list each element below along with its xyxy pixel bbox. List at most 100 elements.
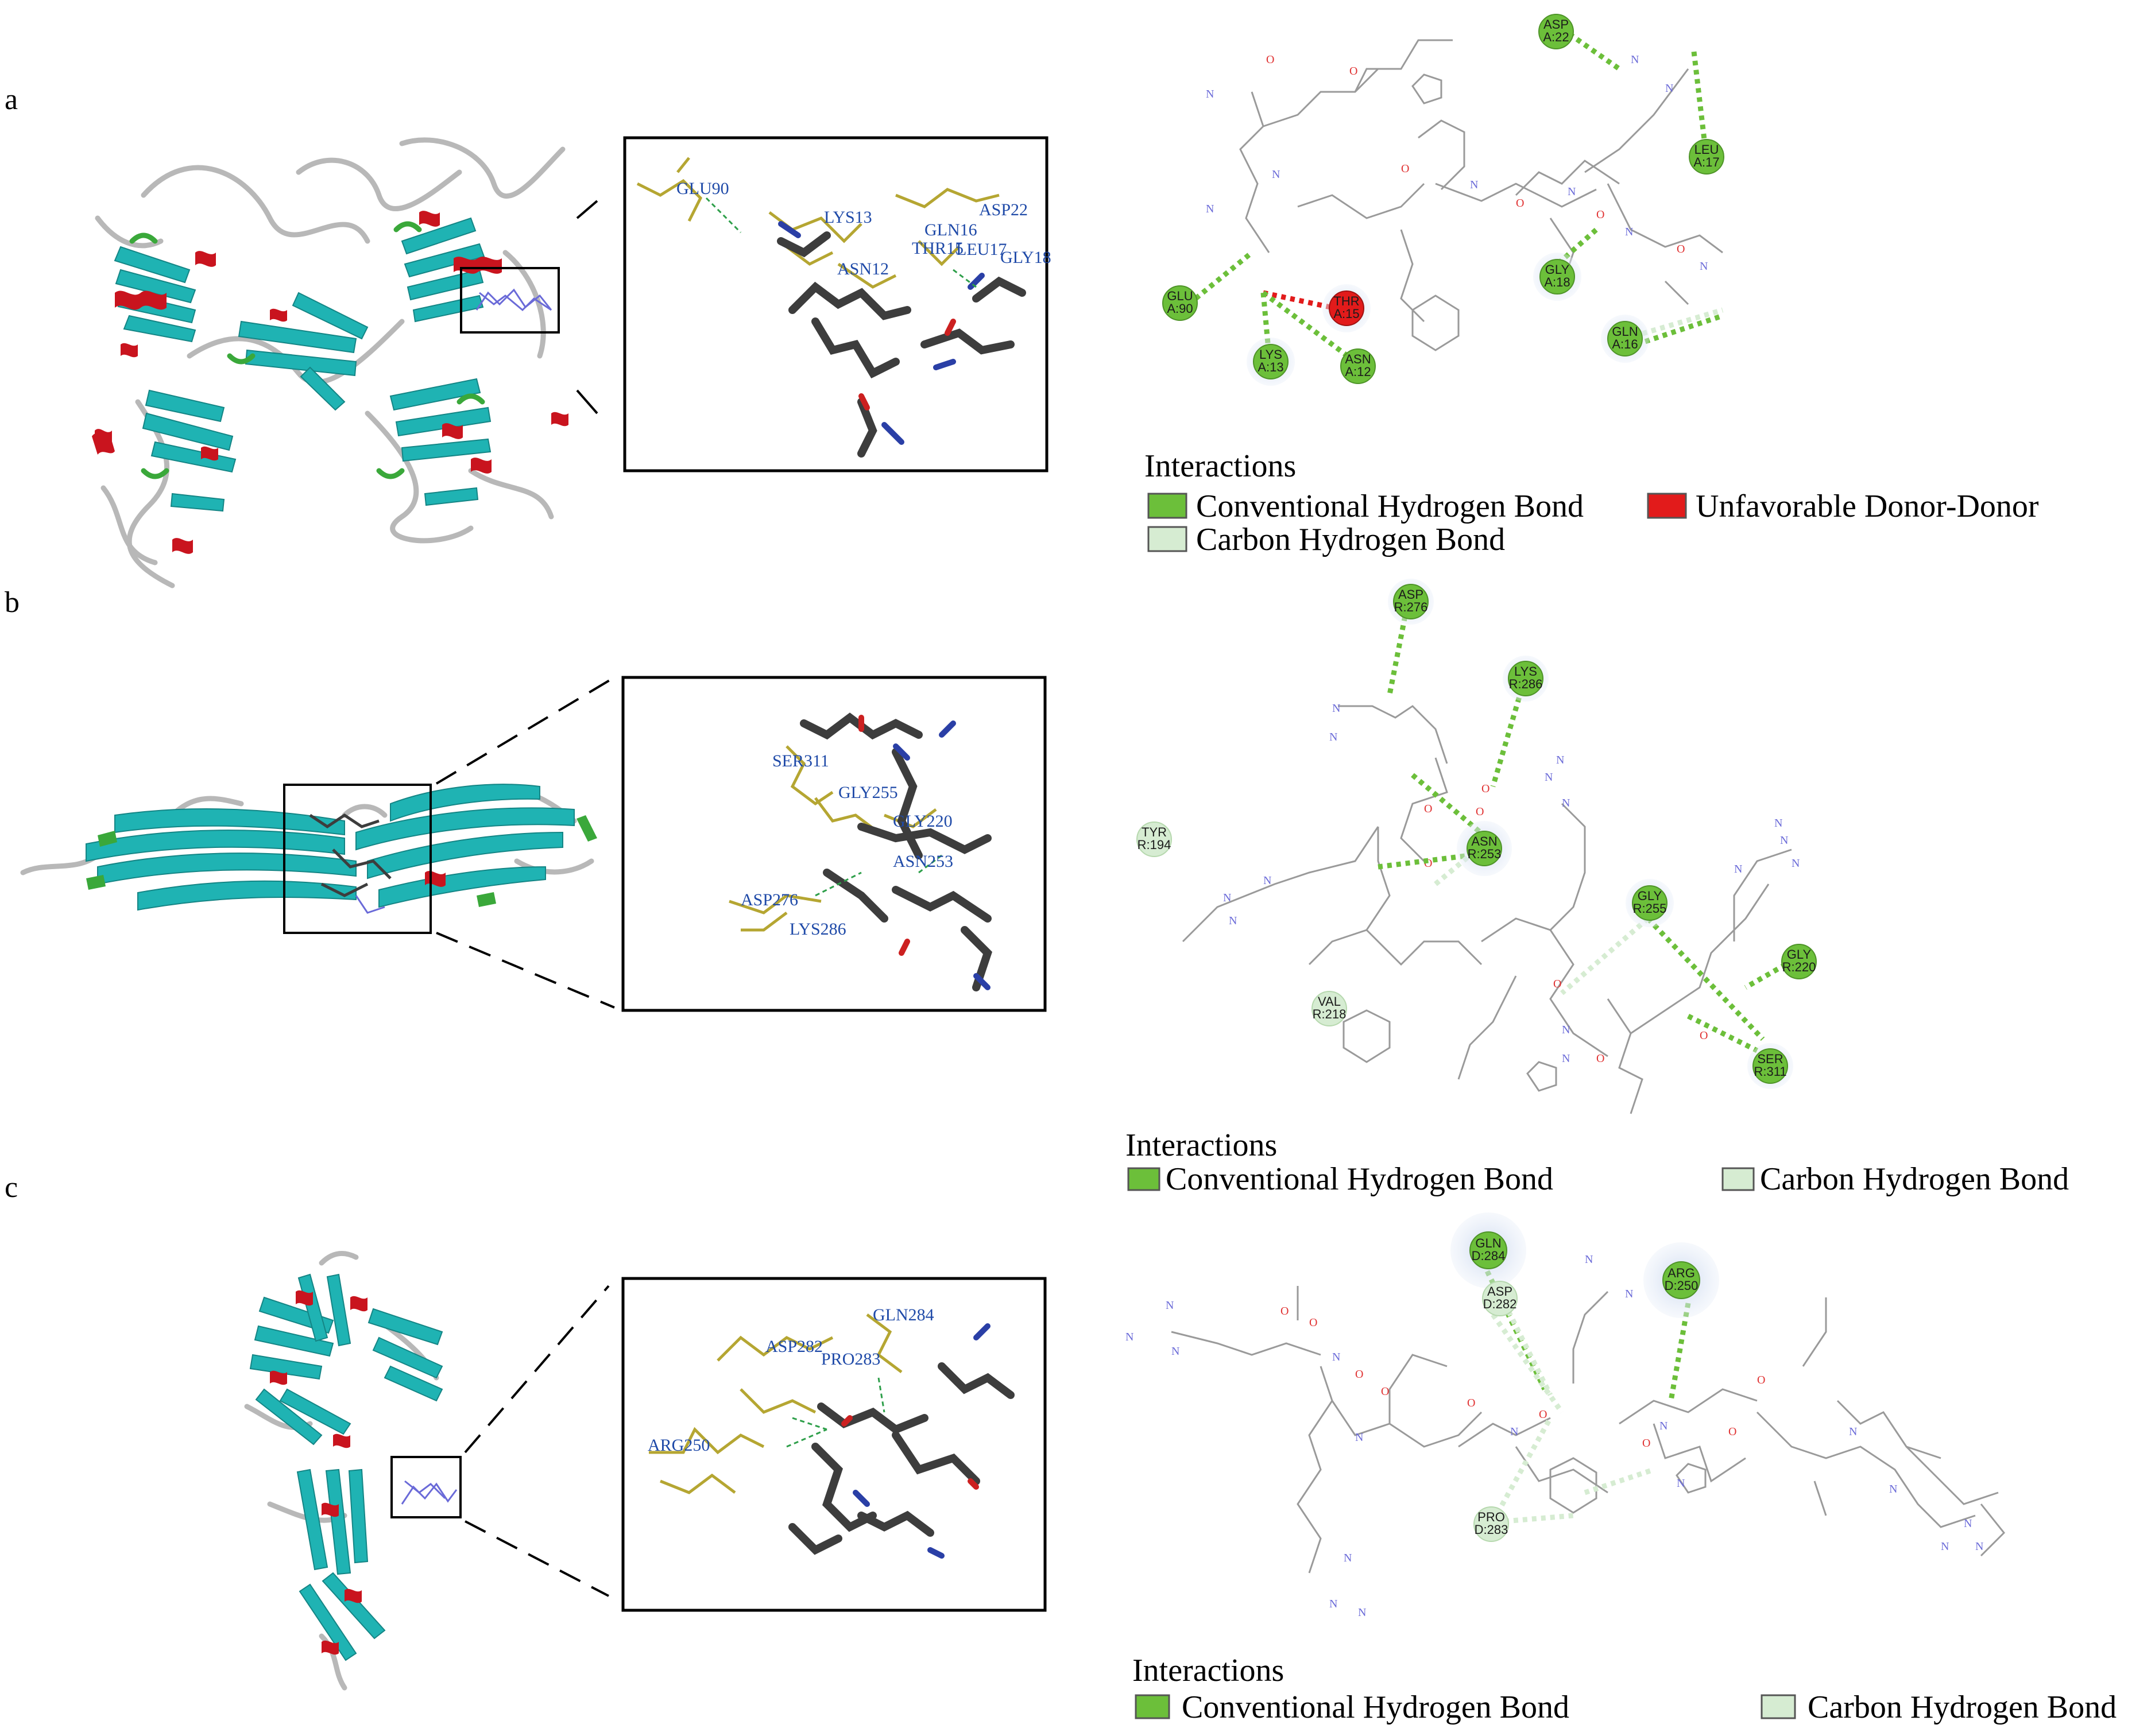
svg-text:O: O	[1596, 1052, 1604, 1065]
svg-text:GLY: GLY	[1545, 262, 1570, 277]
svg-text:N: N	[1223, 892, 1231, 904]
panel-c-zoom-view: GLN284 ASP282 PRO283 ARG250	[621, 1277, 1047, 1612]
panel-c-2d-diagram: N N N N N N N N N N N N N N N N N N O O …	[1125, 1212, 2006, 1619]
panel-b-label: b	[5, 586, 20, 619]
interaction-node-tyr194: TYR R:194	[1136, 822, 1172, 857]
svg-text:N: N	[1792, 857, 1800, 870]
svg-text:A:18: A:18	[1544, 275, 1570, 289]
panel-c-protein-overview	[244, 1250, 462, 1691]
svg-text:Interactions: Interactions	[1144, 448, 1296, 484]
svg-text:D:282: D:282	[1483, 1297, 1517, 1311]
svg-text:O: O	[1757, 1374, 1765, 1386]
svg-text:VAL: VAL	[1318, 994, 1341, 1009]
panel-a-2d-diagram: N N N N N N N N N O O O O O O	[1162, 14, 1724, 386]
svg-text:R:286: R:286	[1509, 677, 1543, 691]
interaction-node-arg250: ARG D:250	[1643, 1242, 1719, 1318]
svg-text:N: N	[1263, 874, 1271, 887]
svg-text:Interactions: Interactions	[1132, 1653, 1284, 1688]
panel-a-label: a	[5, 83, 18, 116]
svg-text:N: N	[1889, 1483, 1897, 1495]
svg-text:Unfavorable Donor-Donor: Unfavorable Donor-Donor	[1696, 489, 2039, 524]
svg-text:Interactions: Interactions	[1125, 1127, 1277, 1163]
svg-text:O: O	[1553, 978, 1561, 990]
svg-text:D:283: D:283	[1475, 1522, 1508, 1537]
interaction-node-gln284: GLN D:284	[1450, 1212, 1526, 1288]
svg-text:Carbon Hydrogen Bond: Carbon Hydrogen Bond	[1808, 1690, 2117, 1725]
svg-text:O: O	[1596, 208, 1604, 221]
svg-text:O: O	[1481, 782, 1489, 795]
svg-text:O: O	[1467, 1397, 1475, 1409]
svg-text:R:255: R:255	[1633, 901, 1667, 916]
svg-text:A:17: A:17	[1693, 155, 1719, 169]
svg-text:N: N	[1329, 1598, 1337, 1610]
svg-text:ARG: ARG	[1667, 1266, 1695, 1280]
svg-text:O: O	[1700, 1029, 1708, 1042]
svg-text:N: N	[1206, 88, 1214, 100]
zoom-c-label-arg250: ARG250	[648, 1436, 710, 1455]
svg-text:GLN: GLN	[1612, 324, 1638, 339]
svg-text:O: O	[1266, 53, 1274, 66]
svg-text:GLU: GLU	[1167, 289, 1193, 303]
svg-text:A:16: A:16	[1612, 337, 1638, 351]
interaction-node-gln16: GLN A:16	[1601, 315, 1649, 363]
svg-text:N: N	[1665, 82, 1673, 95]
svg-text:N: N	[1659, 1420, 1667, 1432]
svg-text:N: N	[1562, 1052, 1570, 1065]
interaction-node-asp22: ASP A:22	[1538, 14, 1574, 49]
svg-text:O: O	[1309, 1316, 1317, 1329]
zoom-b-label-gly220: GLY220	[893, 812, 953, 831]
svg-text:N: N	[1355, 1431, 1363, 1444]
interaction-node-lys13: LYS A:13	[1247, 338, 1295, 386]
svg-text:O: O	[1476, 805, 1484, 818]
svg-text:N: N	[1556, 754, 1564, 766]
svg-text:PRO: PRO	[1477, 1510, 1505, 1524]
interaction-node-asn12: ASN A:12	[1340, 348, 1376, 384]
svg-text:N: N	[1171, 1345, 1179, 1358]
svg-text:Carbon Hydrogen Bond: Carbon Hydrogen Bond	[1196, 522, 1505, 557]
zoom-b-label-lys286: LYS286	[790, 920, 846, 939]
panel-b-zoom-box	[283, 784, 432, 934]
zoom-a-label-leu17: LEU17	[956, 240, 1007, 259]
interaction-node-leu17: LEU A:17	[1689, 139, 1724, 175]
svg-text:Conventional Hydrogen Bond: Conventional Hydrogen Bond	[1166, 1161, 1553, 1197]
interaction-node-val218: VAL R:218	[1311, 991, 1347, 1026]
svg-text:R:311: R:311	[1754, 1064, 1786, 1079]
svg-text:O: O	[1642, 1437, 1650, 1450]
svg-text:TYR: TYR	[1142, 825, 1167, 839]
svg-text:A:90: A:90	[1167, 301, 1193, 316]
svg-text:N: N	[1625, 1288, 1633, 1300]
zoom-a-label-thr15: THR15	[912, 239, 964, 258]
svg-text:LYS: LYS	[1259, 347, 1282, 362]
svg-text:O: O	[1349, 65, 1357, 78]
panel-a-zoom-view: GLU90 LYS13 GLN16 ASP22 THR15 LEU17 GLY1…	[623, 136, 1051, 472]
svg-text:R:220: R:220	[1782, 960, 1816, 974]
svg-text:N: N	[1849, 1425, 1857, 1438]
svg-text:R:218: R:218	[1313, 1007, 1347, 1021]
svg-text:LEU: LEU	[1694, 142, 1719, 157]
svg-text:N: N	[1585, 1253, 1593, 1266]
svg-text:N: N	[1344, 1552, 1352, 1564]
svg-text:O: O	[1401, 162, 1409, 175]
svg-text:N: N	[1358, 1606, 1366, 1619]
svg-text:A:22: A:22	[1543, 30, 1569, 44]
svg-text:SER: SER	[1757, 1052, 1783, 1066]
svg-text:N: N	[1166, 1299, 1174, 1312]
svg-text:N: N	[1975, 1540, 1983, 1553]
svg-text:N: N	[1941, 1540, 1949, 1553]
zoom-a-label-asn12: ASN12	[837, 259, 889, 278]
zoom-b-label-asn253: ASN253	[893, 852, 953, 871]
panel-c-zoom-connector	[464, 1285, 610, 1597]
svg-text:N: N	[1206, 203, 1214, 215]
svg-text:N: N	[1562, 797, 1570, 809]
interaction-node-gly255: GLY R:255	[1626, 879, 1674, 927]
zoom-b-label-ser311: SER311	[772, 751, 829, 770]
zoom-b-label-gly255: GLY255	[838, 783, 898, 802]
svg-text:N: N	[1631, 53, 1639, 66]
svg-text:N: N	[1125, 1331, 1133, 1343]
svg-text:N: N	[1625, 226, 1633, 238]
svg-text:A:15: A:15	[1333, 307, 1359, 321]
zoom-a-label-gly18: GLY18	[1000, 248, 1051, 267]
svg-text:ASP: ASP	[1398, 587, 1423, 602]
svg-text:D:284: D:284	[1472, 1249, 1506, 1263]
interaction-node-gly18: GLY A:18	[1533, 253, 1581, 301]
